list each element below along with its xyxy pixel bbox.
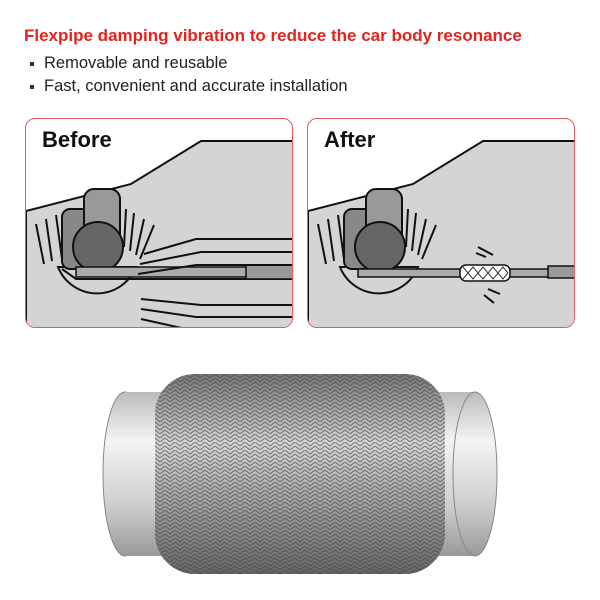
headline: Flexpipe damping vibration to reduce the… — [24, 26, 522, 45]
bullet-text: Removable and reusable — [44, 54, 228, 72]
flexpipe-product-image — [102, 374, 498, 574]
panel-label: After — [324, 127, 376, 152]
bullet-item: Fast, convenient and accurate installati… — [30, 77, 348, 96]
bullet-text: Fast, convenient and accurate installati… — [44, 77, 348, 95]
bullet-item: Removable and reusable — [30, 54, 227, 73]
car-flexpipe-illustration — [308, 140, 574, 327]
bullet-icon — [30, 61, 34, 66]
bullet-icon — [30, 84, 34, 89]
before-panel: Before — [25, 118, 293, 328]
panel-label: Before — [42, 127, 112, 152]
car-vibration-illustration — [26, 140, 292, 327]
after-panel: After — [307, 118, 575, 328]
